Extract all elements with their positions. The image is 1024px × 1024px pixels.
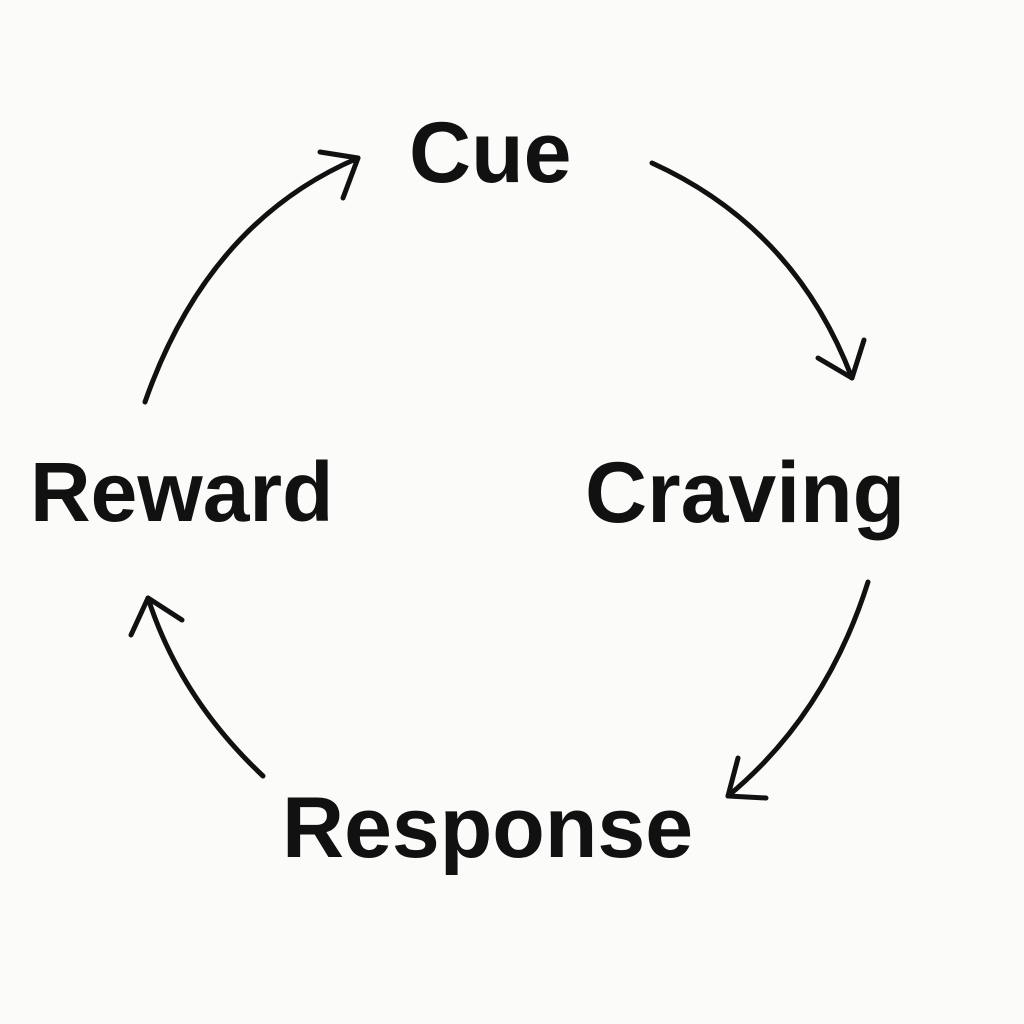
arrow-reward-to-cue-line — [142, 155, 361, 405]
arrow-craving-to-response-head — [725, 755, 769, 801]
arrow-cue-to-craving-line — [649, 160, 855, 381]
stage-cue-label: Cue — [409, 105, 572, 201]
arrow-craving-to-response-line — [725, 579, 871, 799]
stage-reward-label: Reward — [30, 445, 334, 539]
arrow-response-to-reward — [128, 595, 266, 779]
arrow-cue-to-craving — [649, 160, 867, 381]
arrow-craving-to-response — [725, 579, 871, 801]
stage-craving-label: Craving — [585, 445, 906, 541]
arrow-response-to-reward-head — [128, 595, 185, 638]
arrow-reward-to-cue-head — [317, 149, 361, 201]
arrow-reward-to-cue — [142, 149, 361, 405]
arrow-response-to-reward-line — [145, 595, 266, 779]
stage-response-label: Response — [282, 780, 694, 876]
arrow-cue-to-craving-head — [815, 337, 867, 381]
